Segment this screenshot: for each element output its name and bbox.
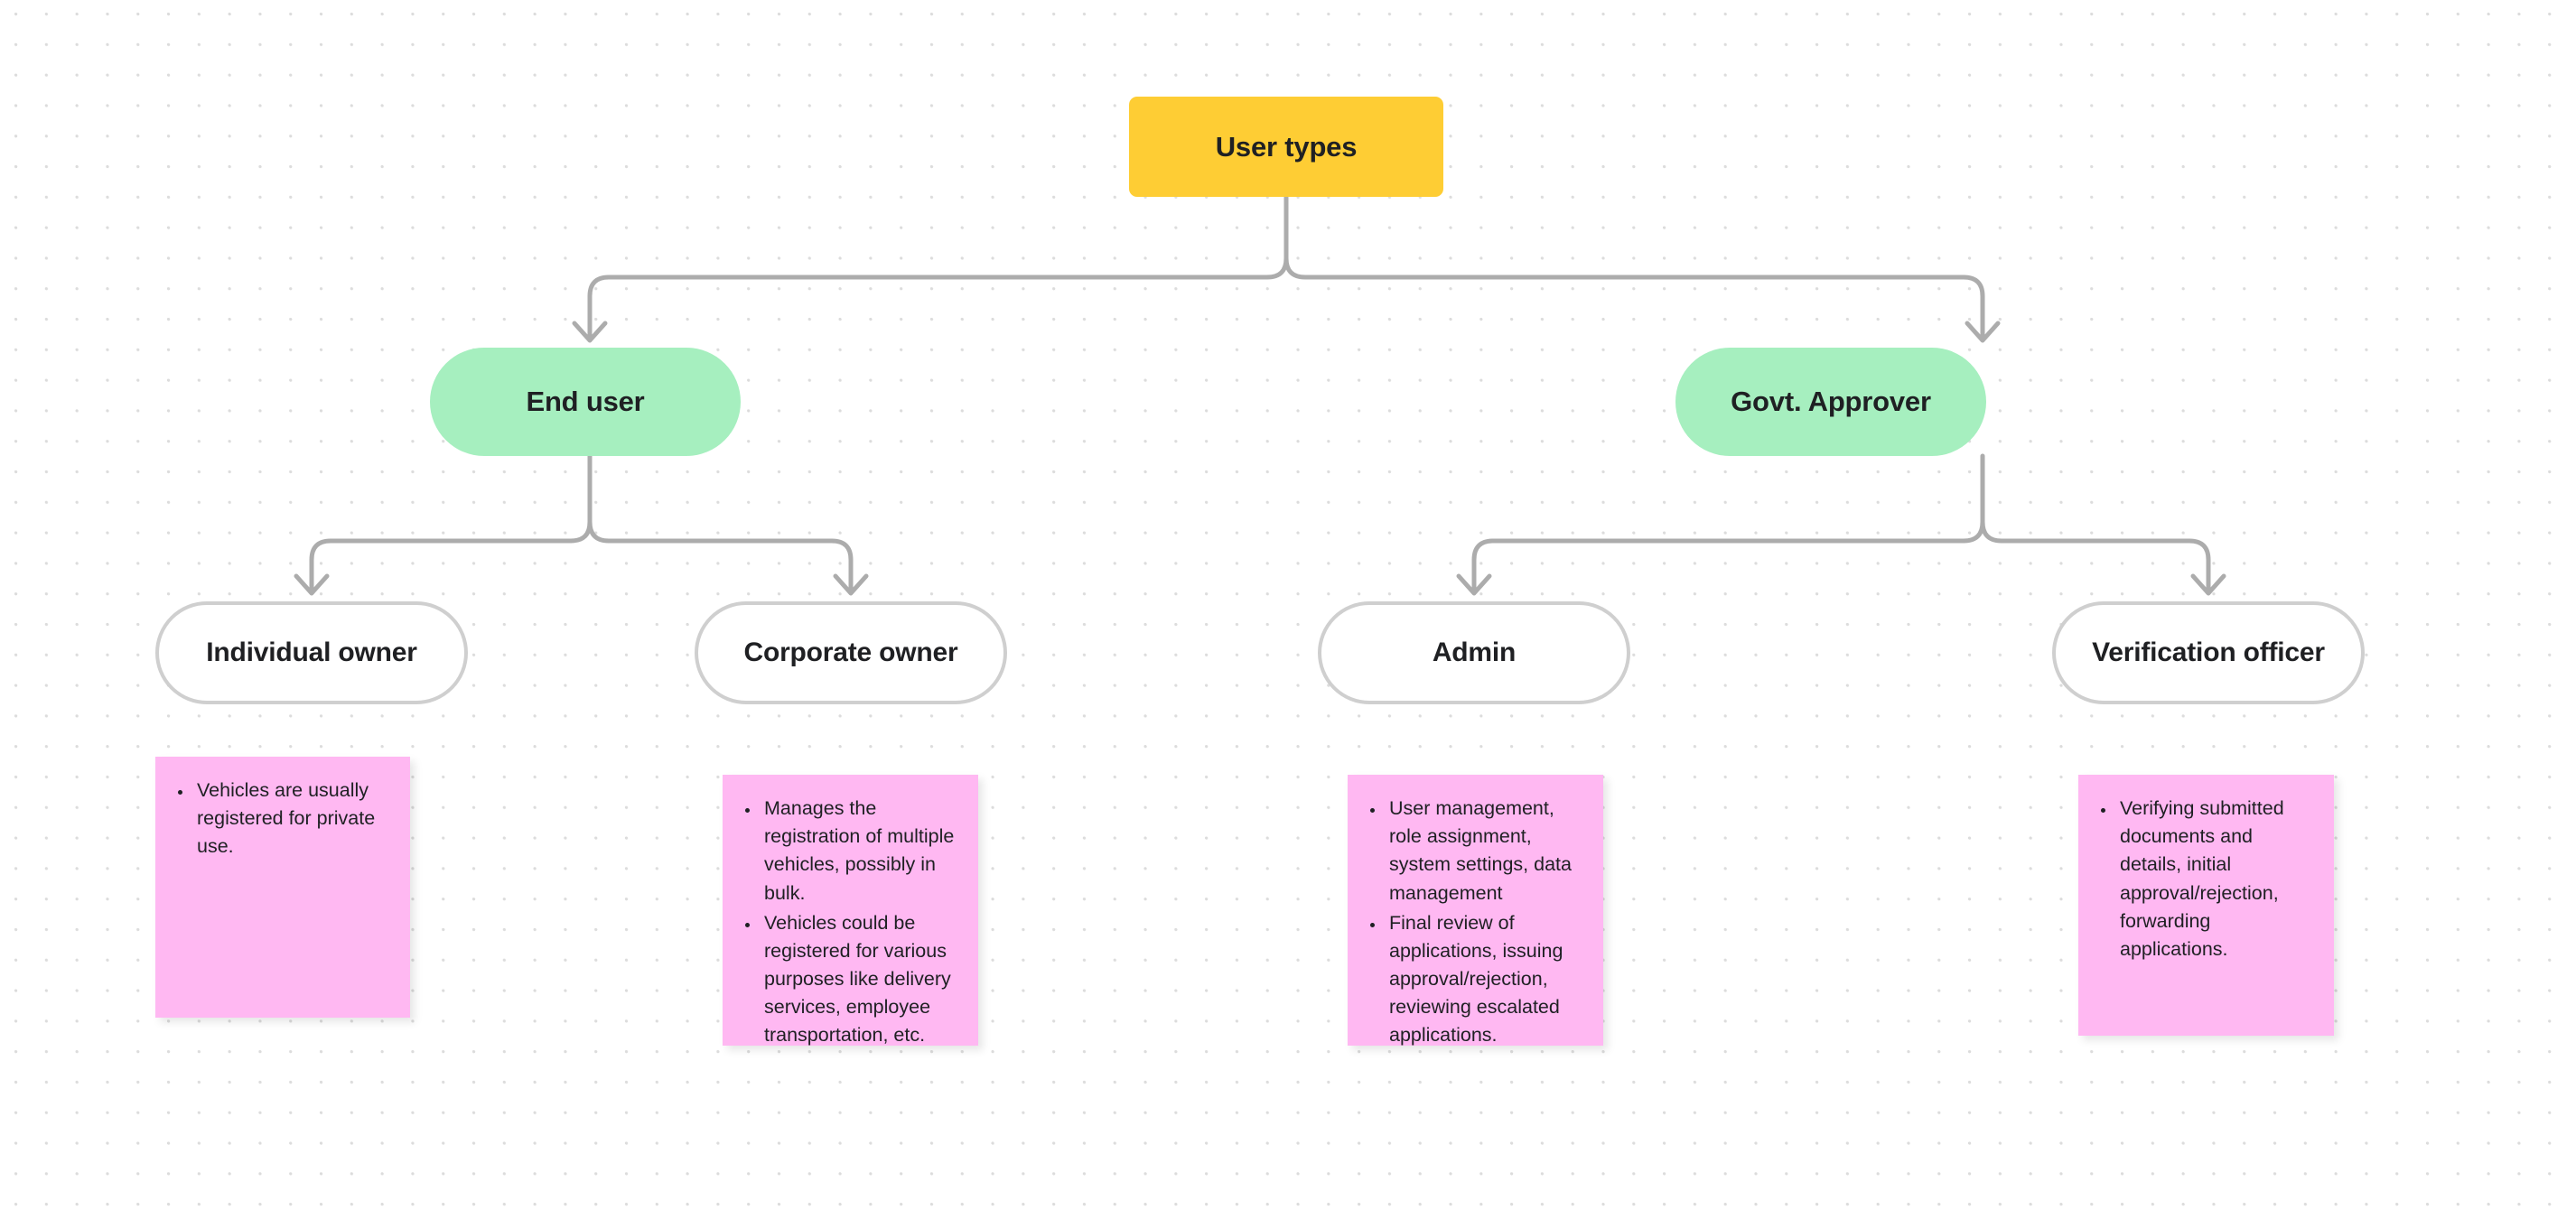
- node-admin-label: Admin: [1432, 637, 1517, 667]
- sticky-note-bullet: Final review of applications, issuing ap…: [1386, 909, 1587, 1050]
- node-user-types-label: User types: [1215, 130, 1358, 163]
- node-individual-owner-label: Individual owner: [206, 637, 417, 667]
- connector-govt-to-verification: [1980, 519, 2211, 591]
- node-individual-owner[interactable]: Individual owner: [155, 601, 468, 704]
- sticky-note-bullet: User management, role assignment, system…: [1386, 795, 1587, 907]
- arrowhead-admin: [1456, 573, 1492, 596]
- sticky-note-verification-officer[interactable]: Verifying submitted documents and detail…: [2078, 775, 2334, 1036]
- arrowhead-verification: [2190, 573, 2226, 596]
- sticky-note-list: Manages the registration of multiple veh…: [739, 795, 962, 1050]
- arrowhead-govt: [1965, 321, 2001, 343]
- sticky-note-list: Verifying submitted documents and detail…: [2095, 795, 2318, 963]
- connector-govt-to-admin: [1471, 519, 1985, 591]
- connector-end-user-to-corporate: [587, 519, 854, 591]
- node-corporate-owner[interactable]: Corporate owner: [695, 601, 1007, 704]
- sticky-note-bullet: Vehicles are usually registered for priv…: [193, 777, 394, 861]
- node-verification-officer[interactable]: Verification officer: [2052, 601, 2365, 704]
- sticky-note-corporate-owner[interactable]: Manages the registration of multiple veh…: [723, 775, 978, 1046]
- node-admin[interactable]: Admin: [1318, 601, 1630, 704]
- connector-root-to-govt: [1283, 256, 1985, 339]
- sticky-note-admin[interactable]: User management, role assignment, system…: [1348, 775, 1603, 1046]
- node-verification-officer-label: Verification officer: [2092, 637, 2325, 667]
- connector-end-user-to-individual: [309, 519, 593, 591]
- sticky-note-individual-owner[interactable]: Vehicles are usually registered for priv…: [155, 757, 410, 1018]
- arrowhead-corporate: [833, 573, 869, 596]
- sticky-note-list: User management, role assignment, system…: [1364, 795, 1587, 1050]
- node-end-user[interactable]: End user: [430, 348, 741, 456]
- sticky-note-bullet: Verifying submitted documents and detail…: [2116, 795, 2318, 963]
- node-end-user-label: End user: [526, 386, 645, 417]
- connector-root-to-end-user: [587, 256, 1289, 339]
- arrowhead-individual: [294, 573, 330, 596]
- sticky-note-bullet: Vehicles could be registered for various…: [761, 909, 962, 1050]
- node-corporate-owner-label: Corporate owner: [743, 637, 958, 667]
- node-govt-approver[interactable]: Govt. Approver: [1675, 348, 1986, 456]
- sticky-note-bullet: Manages the registration of multiple veh…: [761, 795, 962, 907]
- node-govt-approver-label: Govt. Approver: [1731, 386, 1931, 417]
- sticky-note-list: Vehicles are usually registered for priv…: [172, 777, 394, 861]
- arrowhead-end-user: [572, 321, 608, 343]
- node-user-types[interactable]: User types: [1129, 97, 1443, 197]
